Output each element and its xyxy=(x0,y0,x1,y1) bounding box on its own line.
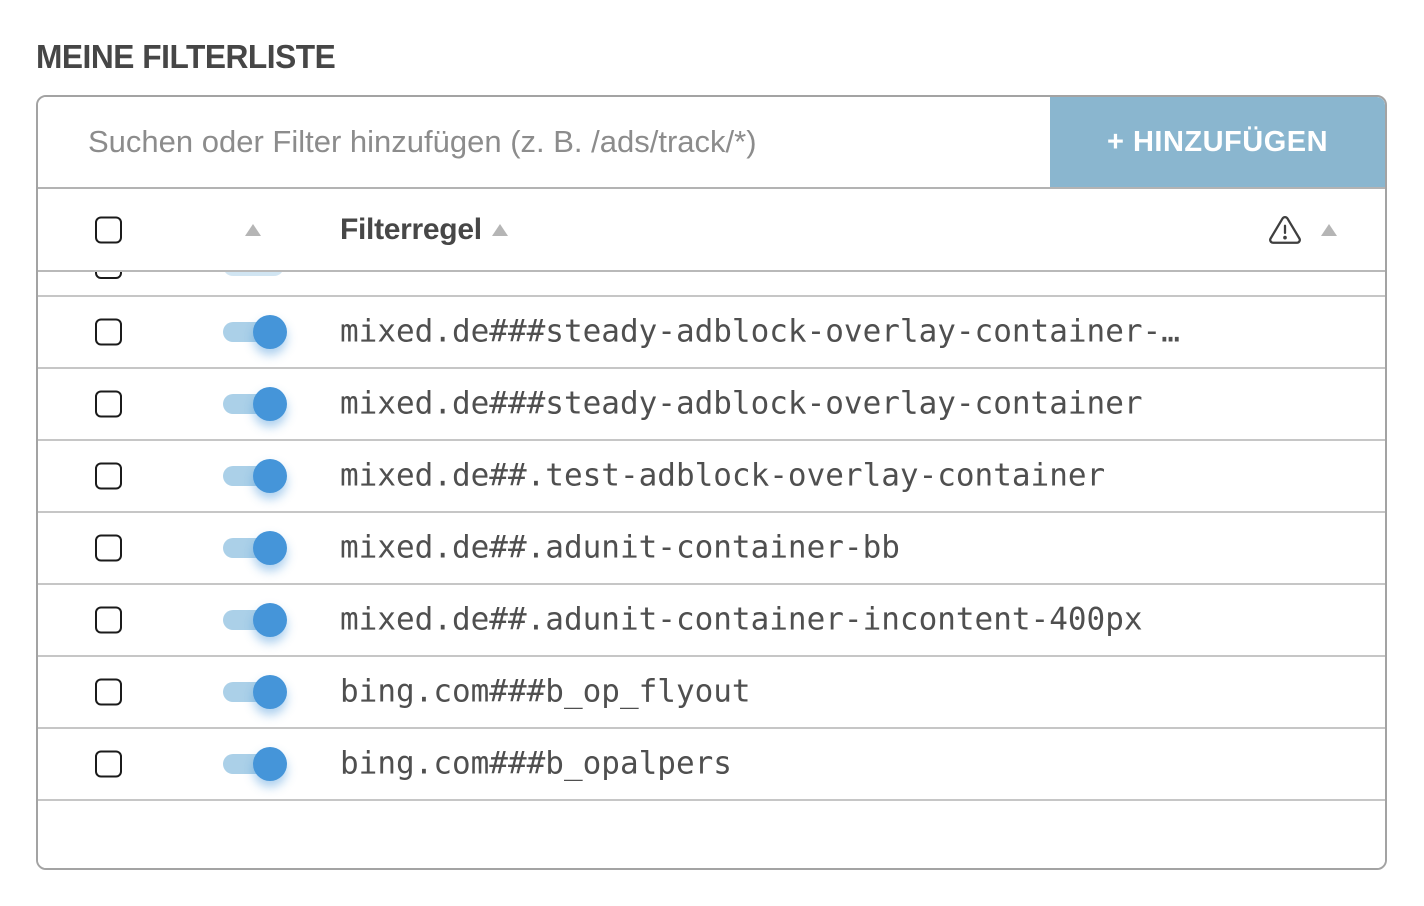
warning-column-header[interactable] xyxy=(1267,213,1337,247)
add-filter-button[interactable]: + HINZUFÜGEN xyxy=(1050,97,1385,187)
search-add-bar: + HINZUFÜGEN xyxy=(38,97,1385,189)
toggle-knob-icon xyxy=(253,675,287,709)
row-checkbox[interactable] xyxy=(95,750,122,778)
page-title: MEINE FILTERLISTE xyxy=(36,38,336,75)
toggle-knob-icon xyxy=(253,531,287,565)
filter-toggle[interactable] xyxy=(223,315,287,349)
toggle-knob-icon xyxy=(253,459,287,493)
toggle-knob-icon xyxy=(253,747,287,781)
sort-by-warning-arrow-icon xyxy=(1321,223,1337,236)
filter-rule-text: mixed.de###steady-adblock-overlay-contai… xyxy=(340,313,1180,350)
filter-toggle[interactable] xyxy=(223,603,287,637)
sort-by-rule-arrow-icon xyxy=(491,223,508,236)
table-row: bing.com###b_op_flyout xyxy=(38,657,1385,729)
filterregel-column-label: Filterregel xyxy=(340,212,482,246)
row-checkbox[interactable] xyxy=(95,272,122,279)
table-row: bing.com###b_opalpers xyxy=(38,729,1385,801)
search-input[interactable] xyxy=(38,97,1050,187)
filter-toggle[interactable] xyxy=(223,387,287,421)
filter-rule-text: mixed.de##.adunit-container-bb xyxy=(340,529,900,566)
filter-rows: mixed.de###steady-adblock-overlay-contai… xyxy=(38,297,1385,801)
partially-visible-row xyxy=(38,272,1385,297)
toggle-knob-icon xyxy=(253,315,287,349)
row-checkbox[interactable] xyxy=(95,462,122,490)
table-row: mixed.de##.adunit-container-bb xyxy=(38,513,1385,585)
filter-toggle[interactable] xyxy=(223,459,287,493)
sort-by-state-arrow-icon[interactable] xyxy=(245,223,261,236)
filterregel-column-header[interactable]: Filterregel xyxy=(340,213,508,247)
filter-list-panel: + HINZUFÜGEN Filterregel xyxy=(36,95,1387,870)
table-row: mixed.de###steady-adblock-overlay-contai… xyxy=(38,369,1385,441)
filter-rule-text: mixed.de###steady-adblock-overlay-contai… xyxy=(340,385,1143,422)
filter-rule-text: mixed.de##.test-adblock-overlay-containe… xyxy=(340,457,1106,494)
filter-rule-text: bing.com###b_op_flyout xyxy=(340,673,751,710)
row-checkbox[interactable] xyxy=(95,606,122,634)
table-row: mixed.de##.adunit-container-incontent-40… xyxy=(38,585,1385,657)
filter-toggle[interactable] xyxy=(223,675,287,709)
select-all-checkbox[interactable] xyxy=(95,216,122,243)
row-checkbox[interactable] xyxy=(95,390,122,418)
empty-table-space xyxy=(38,801,1385,868)
row-checkbox[interactable] xyxy=(95,678,122,706)
toggle-knob-icon xyxy=(253,387,287,421)
toggle-knob-icon xyxy=(253,603,287,637)
row-checkbox[interactable] xyxy=(95,318,122,346)
table-header-row: Filterregel xyxy=(38,189,1385,272)
warning-triangle-icon xyxy=(1269,215,1301,244)
filter-rule-text: bing.com###b_opalpers xyxy=(340,745,732,782)
filter-toggle[interactable] xyxy=(223,531,287,565)
filter-toggle[interactable] xyxy=(223,272,284,276)
table-row: mixed.de##.test-adblock-overlay-containe… xyxy=(38,441,1385,513)
row-checkbox[interactable] xyxy=(95,534,122,562)
filter-rule-text: mixed.de##.adunit-container-incontent-40… xyxy=(340,601,1143,638)
filter-toggle[interactable] xyxy=(223,747,287,781)
table-row: mixed.de###steady-adblock-overlay-contai… xyxy=(38,297,1385,369)
